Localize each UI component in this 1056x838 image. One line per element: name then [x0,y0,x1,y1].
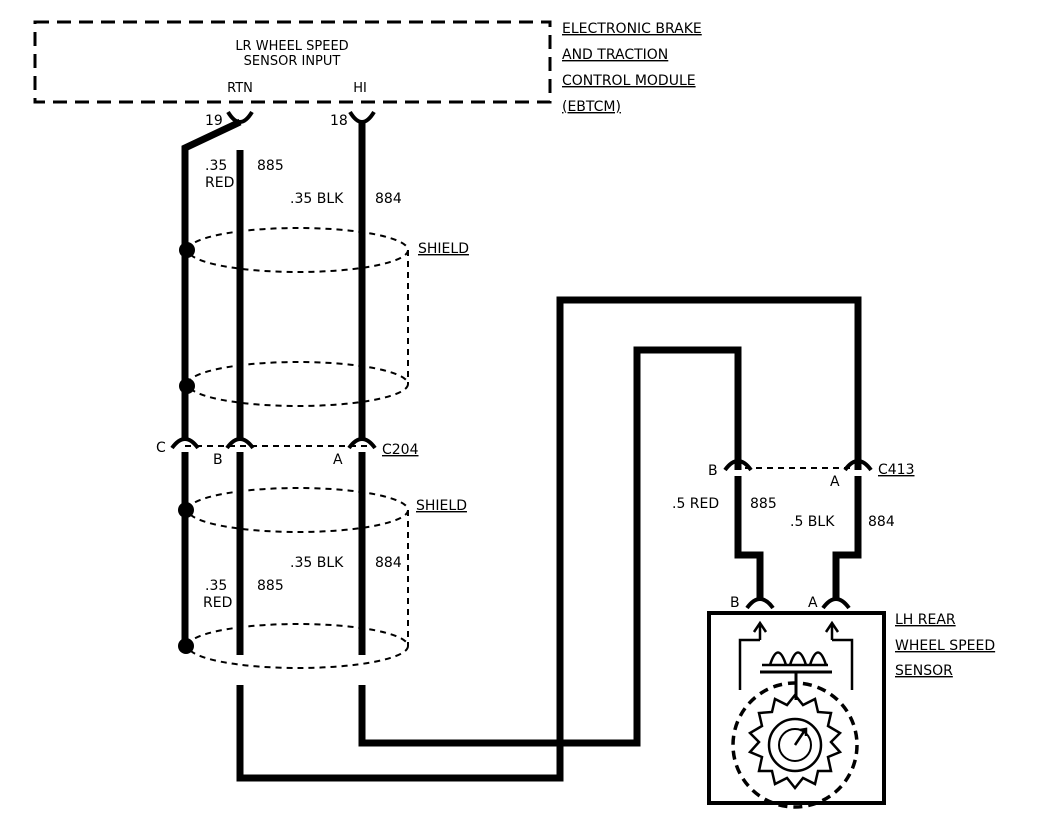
sensor-name-line2: WHEEL SPEED [895,638,995,654]
module-input-label-line1: LR WHEEL SPEED [235,39,348,54]
c413-blk-label: .5 BLK [790,514,835,530]
sensor-wire-884 [832,476,862,598]
c413-pin-a-label: A [830,474,840,490]
tone-wheel-outer-dashed [731,681,859,809]
module-pin-19-terminal [226,110,254,124]
module-pin-18: 18 [330,113,348,129]
c204-pin-c-label: C [156,440,166,456]
lower-shield-drain-bottom [178,638,194,654]
lower-blk-label: .35 BLK [290,555,344,571]
c413-label: C413 [878,462,915,478]
lower-red-gauge: .35 [205,578,227,594]
module-name-line1: ELECTRONIC BRAKE [562,21,702,37]
ebtcm-module-box [33,20,552,104]
rtn-wire-885-route [236,296,862,782]
module-input-label-line2: SENSOR INPUT [244,54,341,69]
sensor-pin-b-terminal [745,597,775,610]
upper-shield-drain-top [179,242,195,258]
c204-pin-c-terminal [170,437,200,450]
lower-red-color: RED [203,595,232,611]
module-name-line4: (EBTCM) [562,99,621,115]
c413-blk-circuit: 884 [868,514,895,530]
tone-wheel-inner-ring [767,717,823,773]
module-name-line2: AND TRACTION [562,47,668,63]
hi-wire-884-route [358,346,742,747]
upper-red-color: RED [205,175,234,191]
sensor-pin-b-label: B [730,595,740,611]
c204-pin-b-label: B [213,452,223,468]
lower-shield-label: SHIELD [416,498,467,514]
sensor-internal-lead-a [824,620,854,690]
upper-shield-top [187,227,409,273]
sensor-name-line1: LH REAR [895,612,956,628]
c413-pin-b-label: B [708,463,718,479]
c413-red-circuit: 885 [750,496,777,512]
upper-shield-bottom [187,361,409,407]
module-hi-label: HI [353,81,367,96]
module-pin-19: 19 [205,113,223,129]
c413-pin-b-terminal [723,459,753,472]
sensor-wire-885 [734,476,764,598]
rotation-arrow-icon [793,727,808,746]
sensor-pin-a-terminal [821,597,851,610]
upper-red-circuit: 885 [257,158,284,174]
c204-pin-a-label: A [333,452,343,468]
rtn-wire-upper [181,118,242,440]
sensor-body [707,611,886,805]
upper-shield-drain-bottom [179,378,195,394]
sensor-pin-a-label: A [808,595,818,611]
sensor-internal-lead-b [738,620,768,690]
c204-pin-b-terminal [225,437,255,450]
c413-red-label: .5 RED [672,496,719,512]
upper-shield-label: SHIELD [418,241,469,257]
upper-blk-label: .35 BLK [290,191,344,207]
sensor-coil [762,651,828,667]
upper-blk-circuit: 884 [375,191,402,207]
lower-shield-drain-top [178,502,194,518]
c413-pin-a-terminal [843,459,873,472]
tone-wheel-teeth [747,692,843,791]
lower-red-circuit: 885 [257,578,284,594]
c204-label: C204 [382,442,419,458]
module-pin-18-terminal [348,110,376,124]
sensor-name-line3: SENSOR [895,663,953,679]
tone-wheel-hub [778,728,812,762]
lower-shield-top [187,487,409,533]
lower-shield-bottom [187,623,409,669]
module-name-line3: CONTROL MODULE [562,73,696,89]
c204-pin-a-terminal [347,437,377,450]
module-rtn-label: RTN [227,81,253,96]
upper-red-gauge: .35 [205,158,227,174]
lower-blk-circuit: 884 [375,555,402,571]
